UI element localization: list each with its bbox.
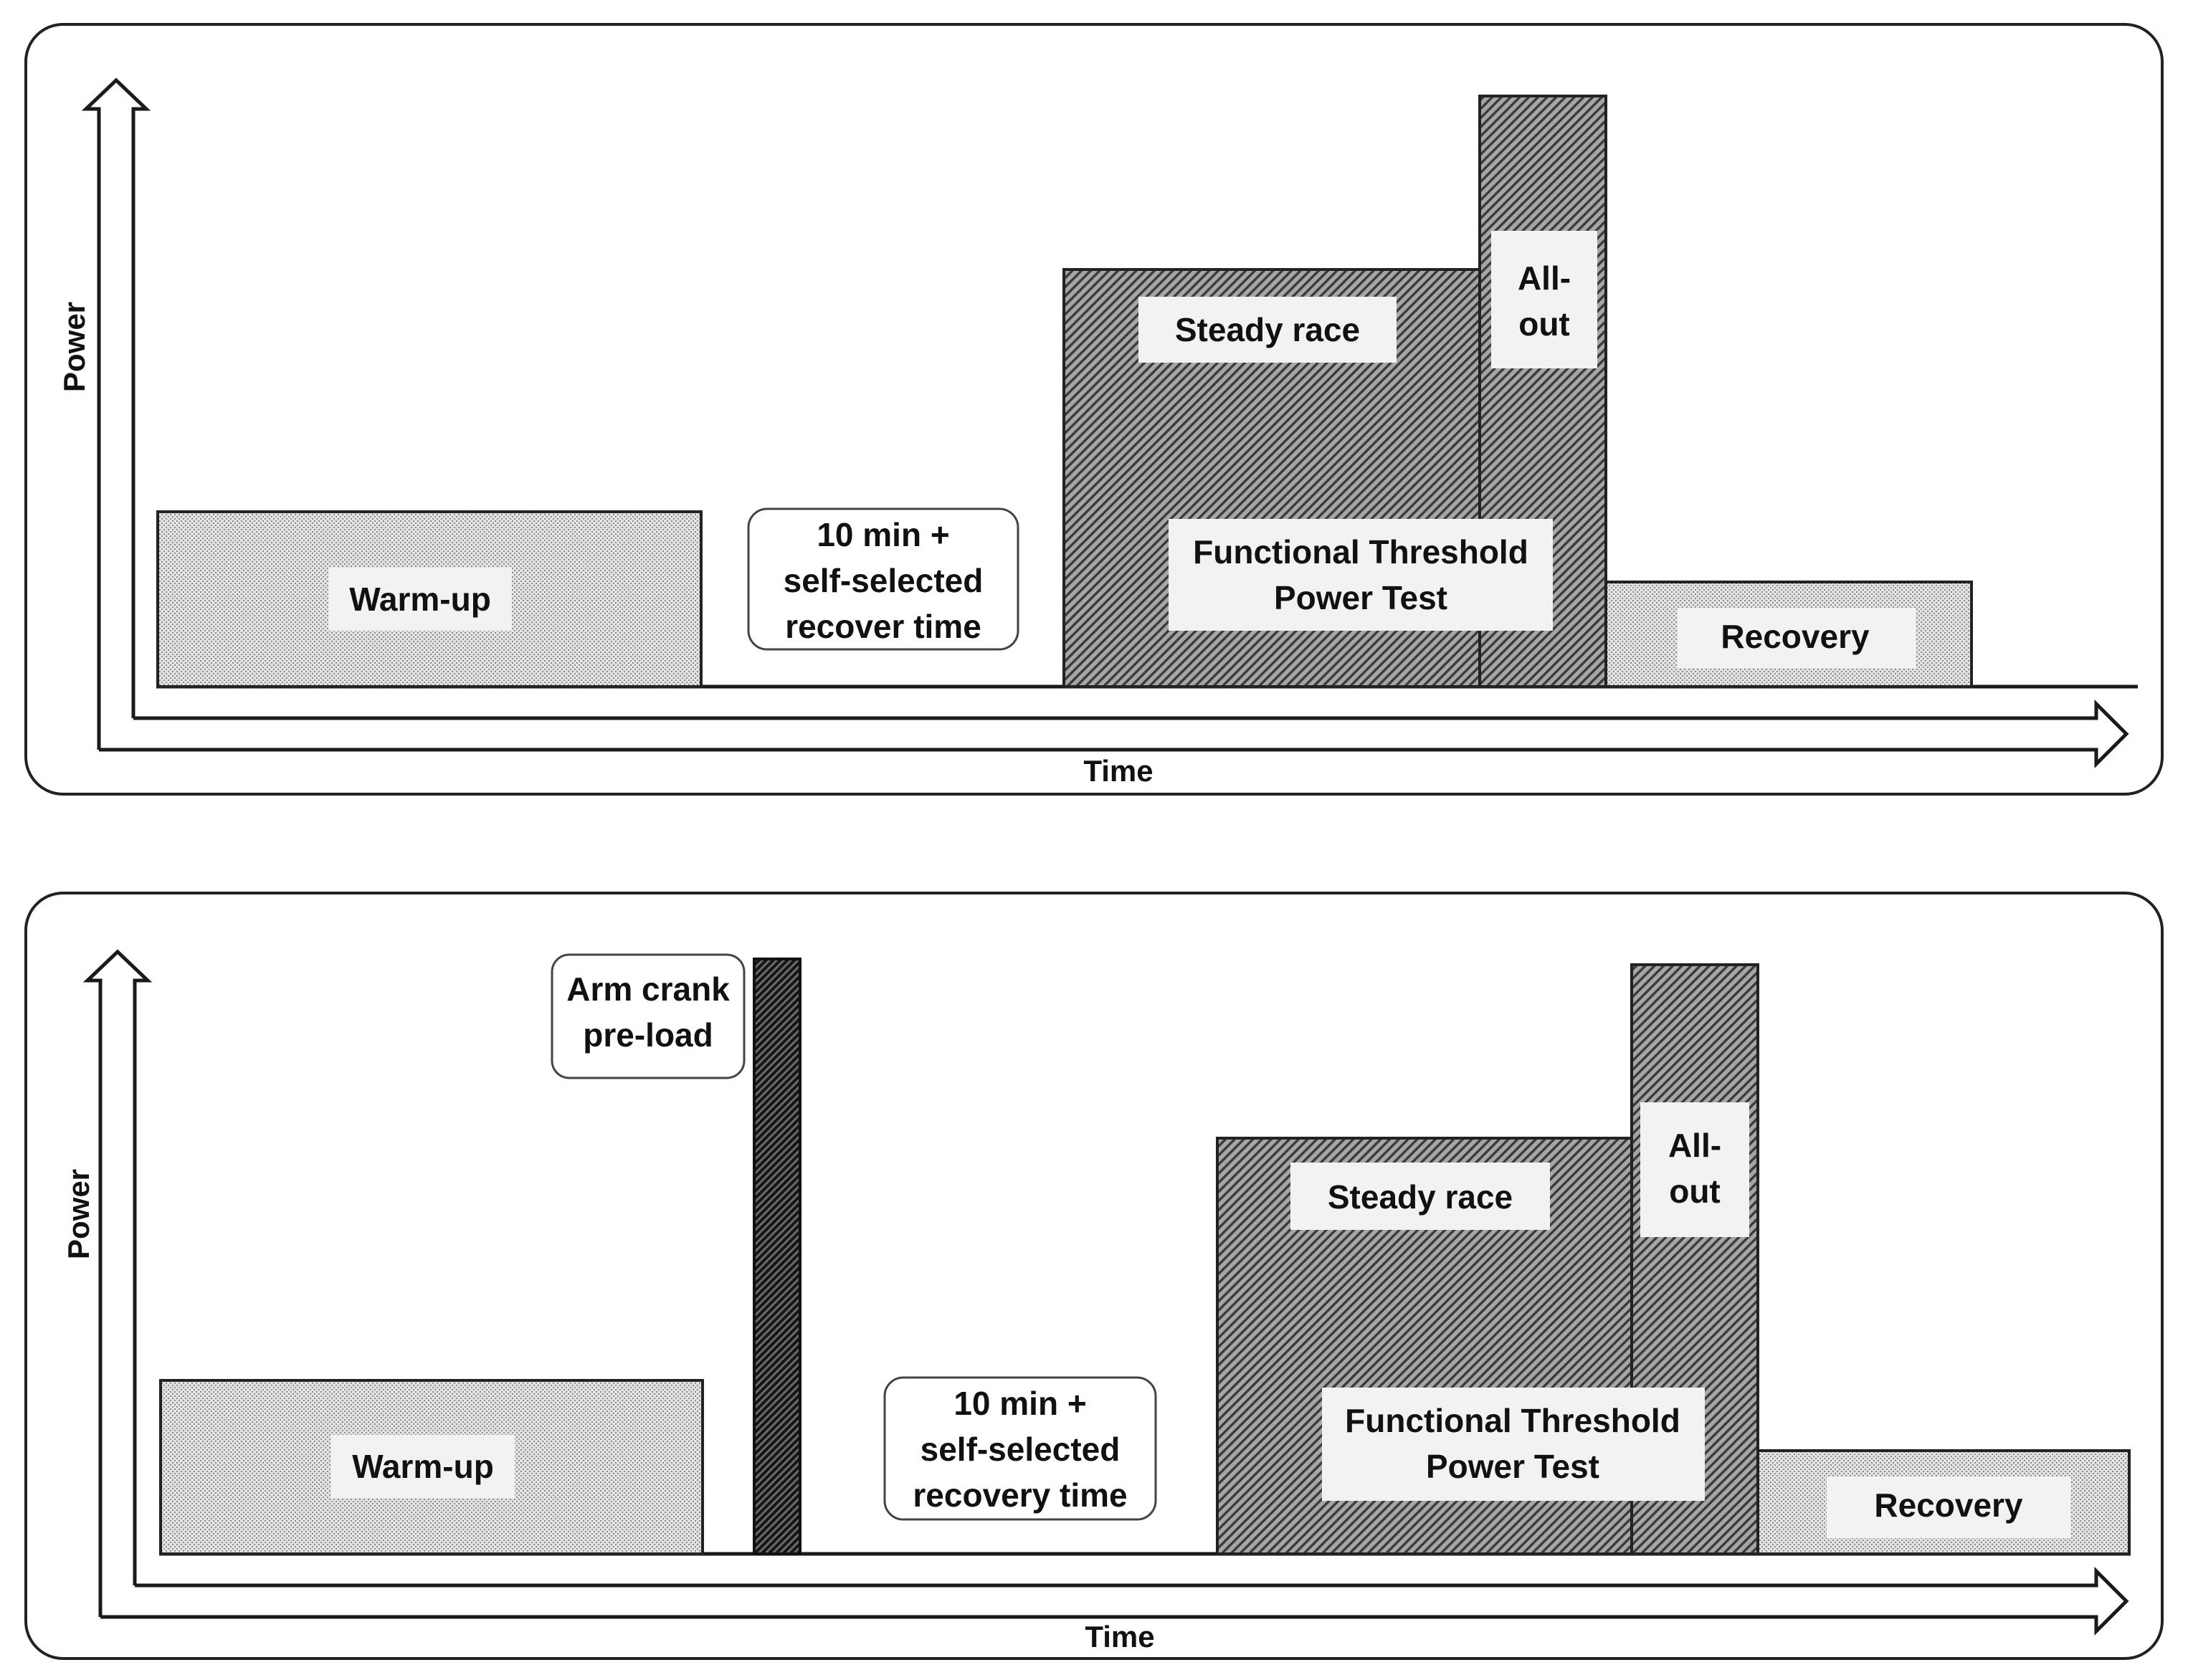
- gap-note-line-2: self-selected: [921, 1431, 1121, 1468]
- preload-note-line-2: pre-load: [583, 1016, 713, 1054]
- gap-note-line-3: recovery time: [913, 1476, 1127, 1514]
- gap-note-line-2: self-selected: [784, 562, 984, 599]
- all-out-label-box: [1640, 1102, 1749, 1237]
- all-out-label-line-1: All-: [1518, 259, 1571, 297]
- gap-note-line-1: 10 min +: [953, 1385, 1086, 1422]
- gap-note-line-1: 10 min +: [817, 516, 949, 553]
- y-axis-label: Power: [57, 302, 91, 392]
- preload-block: [753, 958, 802, 1555]
- ftp-label-box: [1322, 1388, 1705, 1501]
- gap-note-line-3: recover time: [785, 608, 981, 645]
- ftp-label-line-2: Power Test: [1426, 1448, 1599, 1485]
- steady-race-label-box: [1290, 1163, 1550, 1230]
- gap-note-box: [747, 507, 1019, 651]
- panel-bottom: Power Time Warm-up Arm crank pre-load 10…: [24, 892, 2164, 1660]
- all-out-label-line-2: out: [1518, 305, 1570, 343]
- power-axis-arrow: [82, 949, 153, 1617]
- all-out-label-line-2: out: [1669, 1173, 1721, 1210]
- recovery-label: Recovery: [1874, 1486, 2023, 1524]
- y-axis-label: Power: [62, 1169, 95, 1259]
- panel-top: Power Time Warm-up 10 min + self-selecte…: [24, 23, 2164, 796]
- x-axis-label: Time: [1085, 1620, 1154, 1653]
- x-axis-label: Time: [1083, 754, 1153, 788]
- steady-race-label: Steady race: [1175, 311, 1360, 348]
- steady-race-label-box: [1138, 297, 1397, 363]
- preload-note-line-1: Arm crank: [566, 970, 730, 1008]
- time-axis-arrow: [100, 1566, 2129, 1636]
- warmup-block: [156, 510, 703, 688]
- ftp-label-line-2: Power Test: [1274, 579, 1447, 616]
- warmup-label: Warm-up: [349, 581, 491, 618]
- ftp-label-line-1: Functional Threshold: [1193, 533, 1528, 571]
- ftp-label-box: [1169, 519, 1553, 631]
- all-out-label-line-1: All-: [1668, 1127, 1721, 1164]
- warmup-label: Warm-up: [352, 1448, 494, 1485]
- recovery-label-box: [1827, 1476, 2070, 1538]
- recovery-label-box: [1678, 608, 1916, 668]
- warmup-label-box: [331, 1435, 515, 1498]
- power-axis-arrow: [81, 77, 151, 750]
- time-axis-arrow: [99, 699, 2129, 769]
- warmup-label-box: [328, 568, 512, 631]
- gap-note-box: [883, 1376, 1157, 1521]
- recovery-label: Recovery: [1721, 618, 1870, 655]
- steady-race-label: Steady race: [1328, 1178, 1513, 1216]
- all-out-label-box: [1491, 231, 1597, 368]
- preload-note-box: [551, 953, 746, 1079]
- ftp-label-line-1: Functional Threshold: [1345, 1402, 1680, 1439]
